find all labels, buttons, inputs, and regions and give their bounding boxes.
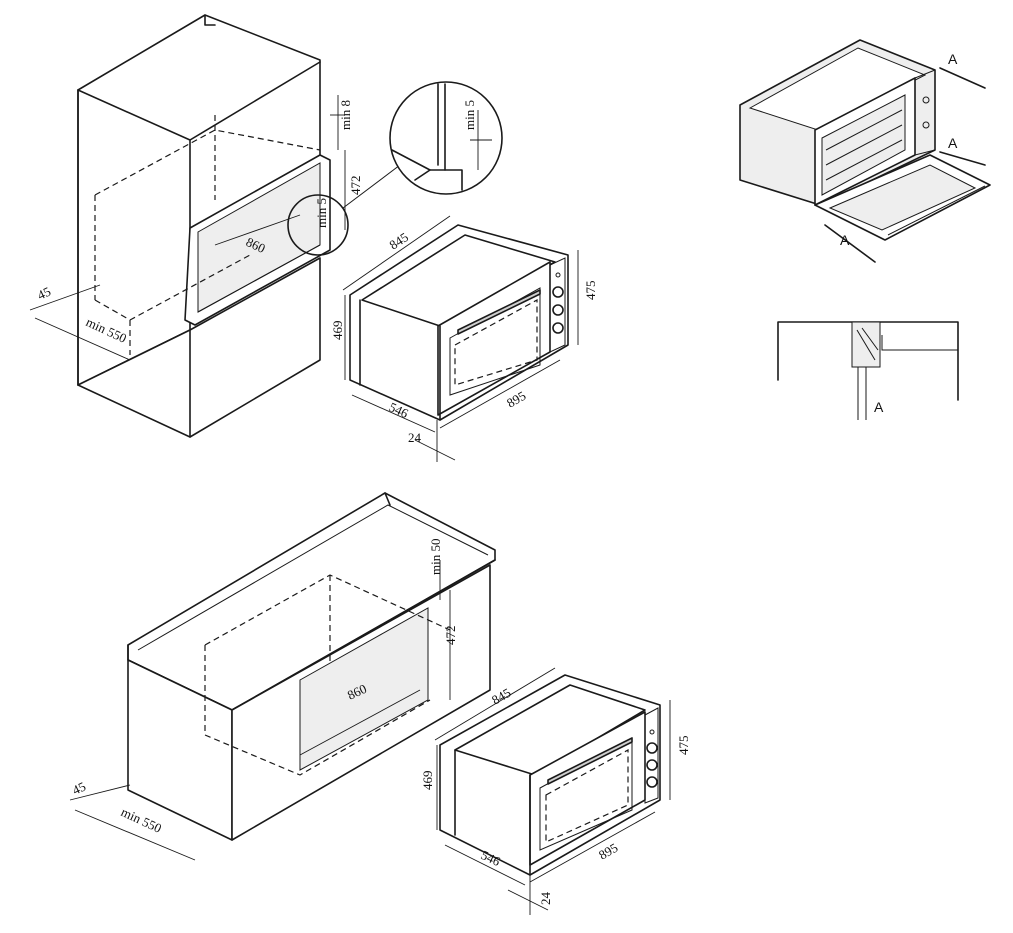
counter-dim-860: 860 (345, 681, 369, 703)
dim-pin8: min 8 (338, 100, 353, 130)
oven-dim-895: 895 (504, 388, 528, 411)
top-oven: 845 475 469 546 895 24 (330, 215, 598, 462)
counter-oven-dim-845: 845 (489, 685, 513, 708)
dim-45: 45 (35, 284, 53, 303)
screw-label-a2: A (948, 135, 958, 151)
section-label-a: A (874, 399, 884, 415)
oven-dim-845: 845 (386, 229, 411, 252)
detail-min5: min 5 (462, 100, 477, 130)
counter-oven-dim-475: 475 (676, 736, 691, 756)
counter-dim-min50: min 50 (428, 539, 443, 575)
dim-min5: min 5 (314, 198, 329, 228)
counter-oven: 845 475 469 546 895 24 (420, 667, 691, 915)
screw-label-a1: A (948, 51, 958, 67)
section-detail: A (777, 321, 959, 420)
oven-dim-24: 24 (408, 430, 422, 445)
oven-dim-475: 475 (583, 281, 598, 301)
oven-dim-469: 469 (330, 321, 345, 341)
dim-860: 860 (244, 234, 268, 256)
detail-circle: min 5 (389, 81, 503, 195)
counter-oven-dim-24: 24 (538, 892, 553, 906)
counter-cabinet: min 50 472 860 45 min 550 (69, 492, 496, 861)
counter-dim-472: 472 (443, 626, 458, 646)
column-cabinet: min 8 472 860 min 5 45 min 550 (29, 14, 401, 438)
dim-472: 472 (348, 176, 363, 196)
counter-oven-dim-469: 469 (420, 771, 435, 791)
screw-label-a3: A (840, 232, 850, 248)
screw-install-view: A A A (739, 39, 991, 263)
counter-dim-45: 45 (70, 779, 88, 798)
